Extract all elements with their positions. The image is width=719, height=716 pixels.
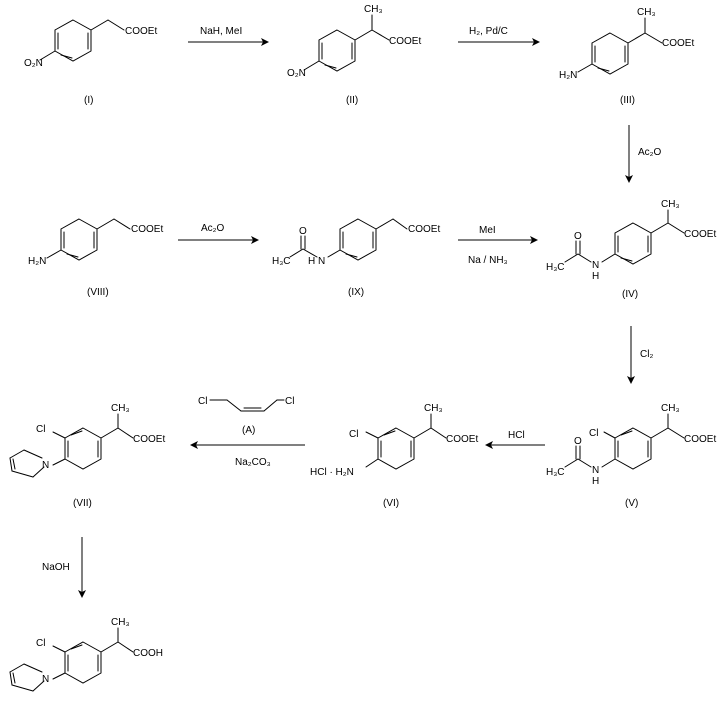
final-product: CH₃ COOH Cl N (9, 617, 163, 692)
compound-VI: CH₃ COOEt Cl HCl · H₂N (VI) (310, 403, 478, 509)
compound-II-ester: COOEt (389, 36, 421, 47)
final-product-acid: COOH (133, 648, 163, 659)
compound-VIII-amine: H₂N (28, 256, 46, 267)
compound-IV-ester: COOEt (684, 229, 716, 240)
reagent-step7: HCl (508, 430, 525, 441)
compound-VII-ring-n: N (42, 460, 49, 471)
reagent-A-chloro-right: Cl (285, 396, 294, 407)
compound-IV-methyl: CH₃ (661, 199, 680, 210)
compound-III-ester: COOEt (662, 38, 694, 49)
compound-IX-nh: N (318, 256, 325, 267)
reagent-step5-top: MeI (479, 225, 496, 236)
compound-V-nh: N (592, 465, 599, 476)
compound-IX-nh-h: H (308, 256, 315, 267)
compound-VI-label: (VI) (383, 498, 399, 509)
compound-II-label: (II) (346, 95, 358, 106)
compound-IX-acetyl-methyl: H₃C (272, 256, 291, 267)
reagent-A-chloro-left: Cl (198, 396, 207, 407)
reagent-step4: Ac₂O (201, 223, 225, 234)
compound-VII: CH₃ COOEt Cl N (VII) (9, 403, 165, 509)
compound-IV-nh-h: H (592, 271, 599, 282)
compound-IX-ester: COOEt (408, 224, 440, 235)
compound-VII-label: (VII) (73, 498, 92, 509)
compound-VI-chloro: Cl (349, 429, 358, 440)
compound-VI-amine-salt: HCl · H₂N (310, 467, 354, 478)
reagent-step8-base: Na₂CO₃ (235, 457, 271, 468)
final-product-ring-n: N (42, 674, 49, 685)
compound-IV-nh: N (592, 260, 599, 271)
compound-V-chloro: Cl (589, 428, 598, 439)
reagent-step1: NaH, MeI (200, 26, 242, 37)
compound-VI-methyl: CH₃ (424, 403, 443, 414)
compound-V-carbonyl-o: O (574, 436, 582, 447)
compound-IV: CH₃ COOEt O H₃C N H (IV) (546, 199, 716, 300)
final-product-chloro: Cl (36, 638, 45, 649)
compound-IV-carbonyl-o: O (574, 231, 582, 242)
compound-III-methyl: CH₃ (637, 7, 656, 18)
compound-VIII-label: (VIII) (87, 287, 109, 298)
reagent-step9: NaOH (42, 562, 70, 573)
reagent-A-dichlorobutene: Cl Cl (A) (198, 396, 294, 436)
compound-IX-carbonyl-o: O (299, 226, 307, 237)
compound-II-methyl: CH₃ (364, 4, 383, 15)
reagent-step5-bottom: Na / NH₃ (468, 255, 508, 266)
compound-III: CH₃ COOEt H₂N (III) (559, 7, 694, 106)
compound-II: CH₃ COOEt O₂N (II) (287, 4, 421, 106)
reagent-step6: Cl₂ (640, 349, 653, 360)
compound-VII-ester: COOEt (133, 434, 165, 445)
compound-I: COOEt O₂N (I) (24, 19, 157, 106)
compound-VI-ester: COOEt (446, 434, 478, 445)
compound-V-nh-h: H (592, 476, 599, 487)
compound-III-label: (III) (620, 95, 635, 106)
compound-IV-label: (IV) (622, 289, 638, 300)
compound-I-ester: COOEt (125, 26, 157, 37)
final-product-methyl: CH₃ (111, 617, 130, 628)
compound-VIII: COOEt H₂N (VIII) (28, 218, 163, 298)
reagent-step2: H₂, Pd/C (469, 26, 508, 37)
compound-VII-methyl: CH₃ (111, 403, 130, 414)
compound-V-label: (V) (625, 498, 638, 509)
compound-I-label: (I) (84, 95, 93, 106)
compound-I-nitro: O₂N (24, 58, 43, 69)
compound-IX: COOEt O H₃C N H (IX) (272, 218, 440, 298)
compound-VII-chloro: Cl (36, 424, 45, 435)
compound-IX-label: (IX) (348, 287, 364, 298)
compound-IV-acetyl-methyl: H₃C (546, 262, 565, 273)
reagent-A-label: (A) (242, 425, 255, 436)
compound-V-acetyl-methyl: H₃C (546, 467, 565, 478)
compound-V: CH₃ COOEt Cl O H₃C N H (V) (546, 403, 716, 509)
compound-VIII-ester: COOEt (131, 224, 163, 235)
compound-V-ester: COOEt (684, 434, 716, 445)
compound-V-methyl: CH₃ (661, 403, 680, 414)
reagent-step3: Ac₂O (638, 147, 662, 158)
compound-III-amine: H₂N (559, 70, 577, 81)
compound-II-nitro: O₂N (287, 68, 306, 79)
